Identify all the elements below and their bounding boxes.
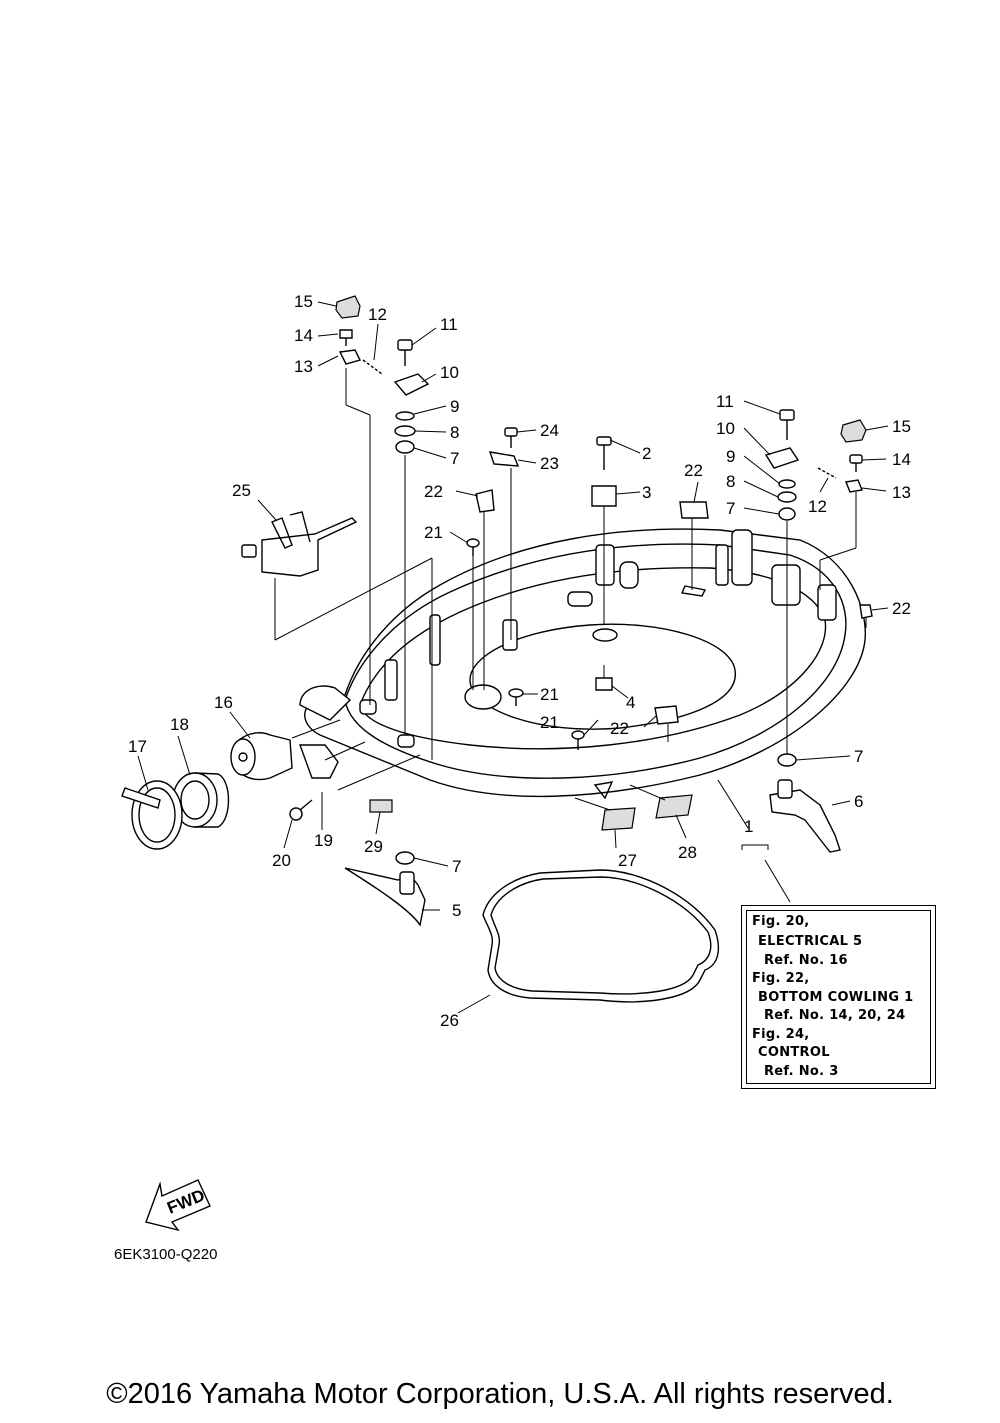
callout-14-right: 14 (892, 450, 911, 469)
callout-22-d: 22 (610, 719, 629, 738)
callout-6: 6 (854, 792, 863, 811)
callout-5: 5 (452, 901, 461, 920)
bottom-cowling (299, 528, 867, 800)
callout-4: 4 (626, 693, 635, 712)
callout-15-right: 15 (892, 417, 911, 436)
callout-28: 28 (678, 843, 697, 862)
ref-line-8: CONTROL (758, 1045, 830, 1060)
callout-7-left: 7 (450, 449, 459, 468)
callout-22-b: 22 (684, 461, 703, 480)
left-assembly (121, 719, 421, 850)
callout-25: 25 (232, 481, 251, 500)
callout-21-b: 21 (540, 685, 559, 704)
ref-line-7: Fig. 24, (752, 1027, 810, 1042)
reference-box-inner (746, 910, 931, 1084)
callout-3: 3 (642, 483, 651, 502)
ref-line-6: Ref. No. 14, 20, 24 (764, 1008, 906, 1023)
diagram-code: 6EK3100-Q220 (114, 1246, 218, 1263)
callout-22-a: 22 (424, 482, 443, 501)
callout-9-right: 9 (726, 447, 735, 466)
callout-23: 23 (540, 454, 559, 473)
callout-9-left: 9 (450, 397, 459, 416)
callout-labels: 15 14 13 12 11 10 9 8 7 24 23 22 21 25 2… (128, 292, 911, 1030)
callout-10-left: 10 (440, 363, 459, 382)
callout-13-left: 13 (294, 357, 313, 376)
callout-17: 17 (128, 737, 147, 756)
copyright-notice: ©2016 Yamaha Motor Corporation, U.S.A. A… (106, 1378, 894, 1410)
callout-7-right: 7 (726, 499, 735, 518)
callout-27: 27 (618, 851, 637, 870)
ref-line-5: BOTTOM COWLING 1 (758, 990, 914, 1005)
callout-1: 1 (744, 817, 753, 836)
callout-20: 20 (272, 851, 291, 870)
callout-22-c: 22 (892, 599, 911, 618)
callout-10-right: 10 (716, 419, 735, 438)
callout-21-a: 21 (424, 523, 443, 542)
callout-7-low-left: 7 (452, 857, 461, 876)
callout-11-right: 11 (716, 392, 734, 411)
callout-26: 26 (440, 1011, 459, 1030)
callout-2: 2 (642, 444, 651, 463)
fwd-arrow-icon: FWD (145, 1179, 211, 1232)
callout-18: 18 (170, 715, 189, 734)
center-parts (466, 427, 873, 750)
left-fastener-stack (335, 295, 430, 735)
callout-13-right: 13 (892, 483, 911, 502)
lower-parts (344, 753, 841, 1003)
callout-7-low-right: 7 (854, 747, 863, 766)
callout-14-left: 14 (294, 326, 313, 345)
callout-15-left: 15 (294, 292, 313, 311)
callout-12-right: 12 (808, 497, 827, 516)
right-fastener-stack (764, 409, 867, 760)
callout-11-left: 11 (440, 315, 458, 334)
leader-lines (137, 301, 889, 1014)
callout-8-left: 8 (450, 423, 459, 442)
ref-line-2: ELECTRICAL 5 (758, 934, 863, 949)
callout-16: 16 (214, 693, 233, 712)
ref-line-9: Ref. No. 3 (764, 1064, 839, 1079)
callout-24: 24 (540, 421, 559, 440)
part-25-holder (241, 511, 433, 760)
callout-8-right: 8 (726, 472, 735, 491)
ref-line-4: Fig. 22, (752, 971, 810, 986)
reference-box: Fig. 20, ELECTRICAL 5 Ref. No. 16 Fig. 2… (741, 905, 936, 1089)
callout-12-left: 12 (368, 305, 387, 324)
callout-29: 29 (364, 837, 383, 856)
callout-19: 19 (314, 831, 333, 850)
ref-line-3: Ref. No. 16 (764, 953, 848, 968)
ref-line-1: Fig. 20, (752, 914, 810, 929)
callout-21-c: 21 (540, 713, 559, 732)
